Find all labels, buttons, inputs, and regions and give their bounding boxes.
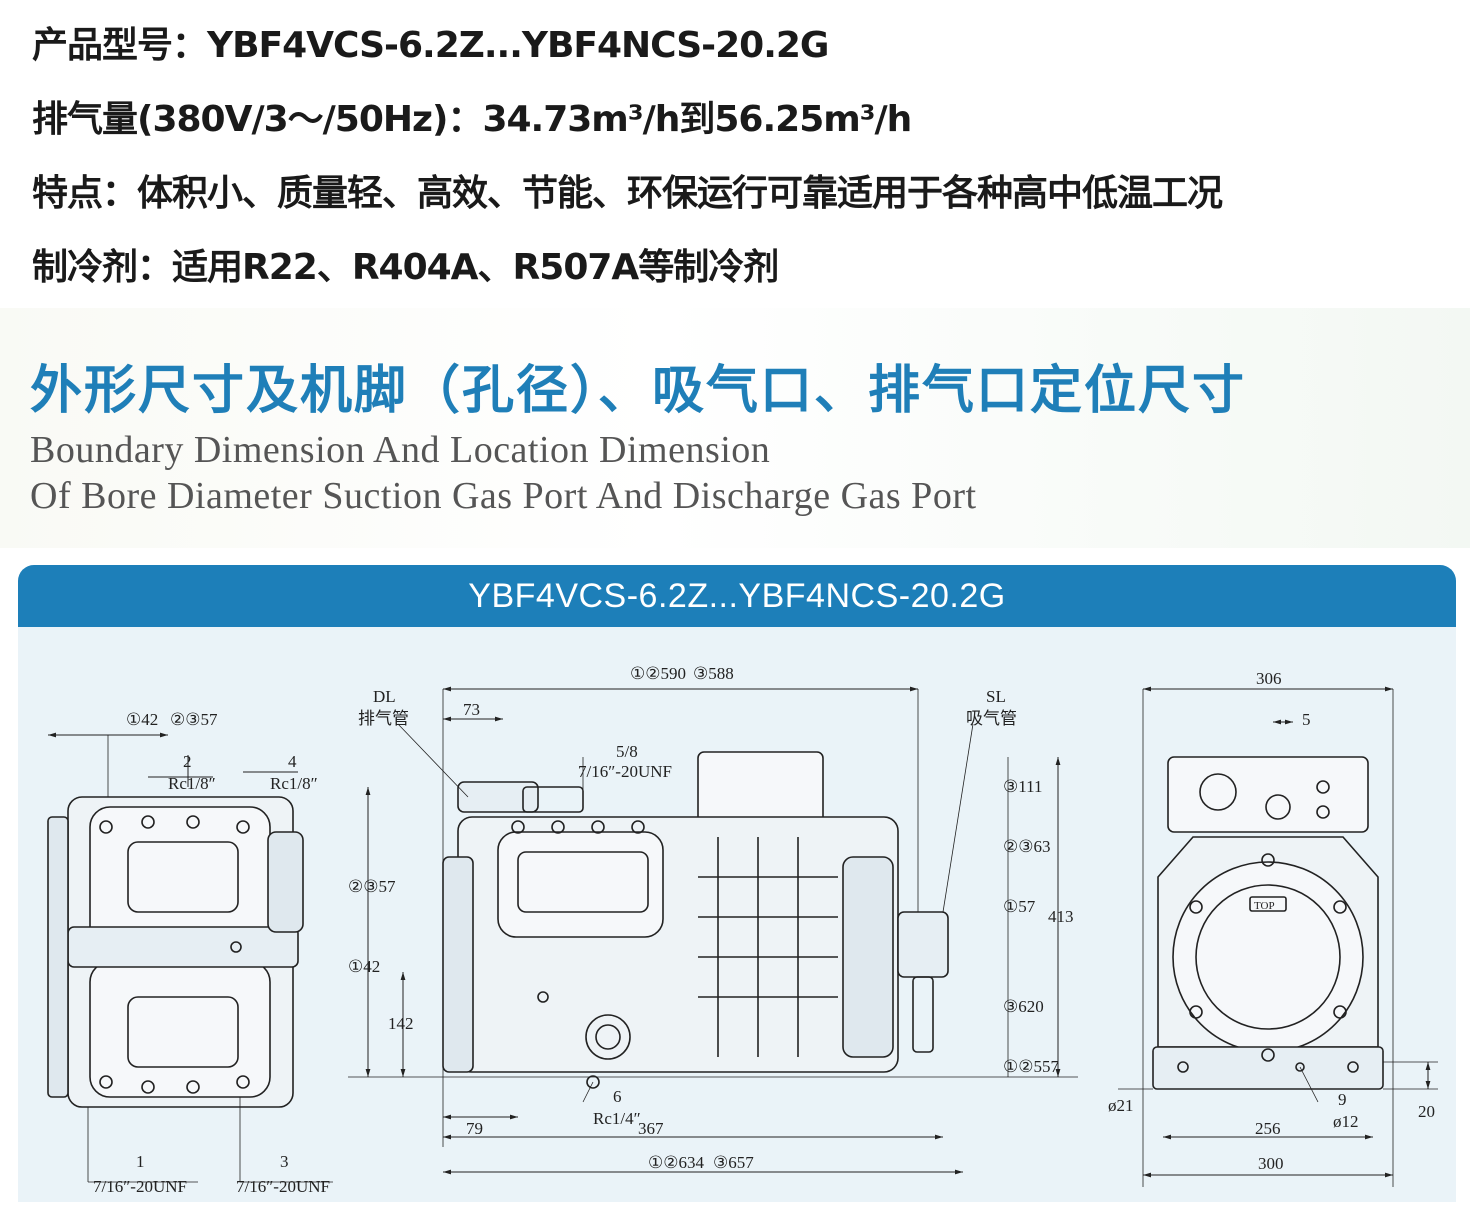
spec-displacement: 排气量(380V/3～/50Hz)：34.73m³/h到56.25m³/h — [32, 99, 912, 140]
top-dim-1: ①42 — [126, 710, 158, 729]
front-dim-306: 306 — [1256, 669, 1282, 688]
side-port-6: 6 — [613, 1087, 622, 1106]
front-dim-300: 300 — [1258, 1154, 1284, 1173]
side-sl-label: SL — [986, 687, 1006, 706]
side-dim-142: 142 — [388, 1014, 414, 1033]
panel-title: YBF4VCS-6.2Z...YBF4NCS-20.2G — [18, 565, 1456, 627]
section-header-background — [0, 308, 1470, 548]
front-view — [1118, 686, 1438, 1187]
top-port-3-thread: 7/16″-20UNF — [236, 1177, 330, 1196]
side-port-5: 5/8 — [616, 742, 638, 761]
top-port-3: 3 — [280, 1152, 289, 1171]
side-dim-len-top-2: ③588 — [693, 664, 734, 683]
side-port-6-thread: Rc1/4″ — [593, 1109, 641, 1128]
side-dim-79: 79 — [466, 1119, 483, 1138]
spec-model: 产品型号：YBF4VCS-6.2Z...YBF4NCS-20.2G — [32, 25, 829, 66]
dimension-drawing: ①42 ②③57 2 Rc1/8″ 4 Rc1/8″ 1 7/16″-20UNF… — [47, 664, 1438, 1196]
front-dim-5: 5 — [1302, 710, 1311, 729]
side-dim-left-1: ②③57 — [348, 877, 396, 896]
section-title-en-line2: Of Bore Diameter Suction Gas Port And Di… — [30, 475, 977, 517]
side-dim-len-bottom-1: ①②634 — [648, 1153, 704, 1172]
front-dim-d21: ø21 — [1108, 1096, 1134, 1115]
side-dim-413: 413 — [1048, 907, 1074, 926]
side-dim-h-4: ③620 — [1003, 997, 1044, 1016]
top-port-1-thread: 7/16″-20UNF — [93, 1177, 187, 1196]
side-dl-label: DL — [373, 687, 396, 706]
top-port-4-thread: Rc1/8″ — [270, 774, 318, 793]
side-port-5-thread: 7/16″-20UNF — [578, 762, 672, 781]
top-port-4: 4 — [288, 752, 297, 771]
section-title-cn: 外形尺寸及机脚（孔径）、吸气口、排气口定位尺寸 — [30, 360, 1247, 421]
side-dl-cn: 排气管 — [358, 709, 409, 728]
side-view-labels: ①②590 ③588 DL 排气管 73 5/8 7/16″-20UNF SL … — [348, 664, 1074, 1172]
side-dim-h-1: ③111 — [1003, 777, 1042, 796]
side-view — [348, 686, 1078, 1175]
spec-refrigerant: 制冷剂：适用R22、R404A、R507A等制冷剂 — [32, 247, 779, 288]
top-view — [47, 732, 333, 1183]
side-dim-h-2: ②③63 — [1003, 837, 1050, 856]
side-dim-h-5: ①②557 — [1003, 1057, 1059, 1076]
side-dim-73: 73 — [463, 700, 480, 719]
top-dim-2: ②③57 — [170, 710, 218, 729]
front-top-mark: TOP — [1254, 900, 1275, 912]
side-dim-left-2: ①42 — [348, 957, 380, 976]
top-view-labels: ①42 ②③57 2 Rc1/8″ 4 Rc1/8″ 1 7/16″-20UNF… — [93, 710, 330, 1196]
front-dim-d12: ø12 — [1333, 1112, 1359, 1131]
side-dim-len-top-1: ①②590 — [630, 664, 686, 683]
front-dim-20: 20 — [1418, 1102, 1435, 1121]
side-sl-cn: 吸气管 — [966, 709, 1017, 728]
section-title-en-line1: Boundary Dimension And Location Dimensio… — [30, 429, 771, 471]
front-dim-256: 256 — [1255, 1119, 1281, 1138]
front-port-9: 9 — [1338, 1090, 1347, 1109]
side-dim-367: 367 — [638, 1119, 664, 1138]
top-port-1: 1 — [136, 1152, 145, 1171]
front-view-labels: 306 5 TOP ø21 9 ø12 20 256 300 — [1108, 669, 1435, 1173]
spec-list: 产品型号：YBF4VCS-6.2Z...YBF4NCS-20.2G 排气量(38… — [32, 16, 1452, 312]
side-dim-h-3: ①57 — [1003, 897, 1036, 916]
side-dim-len-bottom-2: ③657 — [713, 1153, 754, 1172]
dimension-panel: YBF4VCS-6.2Z...YBF4NCS-20.2G — [18, 565, 1456, 1202]
top-port-2: 2 — [183, 752, 192, 771]
top-port-2-thread: Rc1/8″ — [168, 774, 216, 793]
spec-features: 特点：体积小、质量轻、高效、节能、环保运行可靠适用于各种高中低温工况 — [32, 173, 1223, 214]
